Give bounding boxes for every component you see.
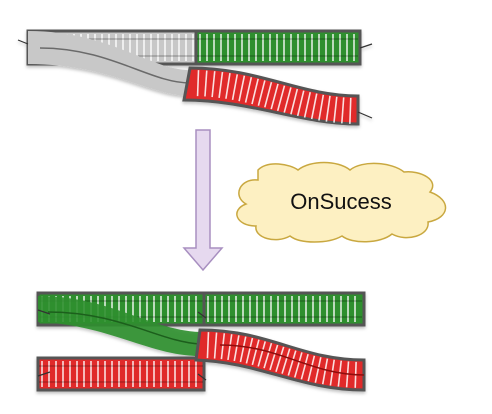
switch-before	[17, 29, 373, 126]
switch-after	[36, 291, 366, 392]
track-red-curve	[182, 66, 360, 126]
track-red-straight-left	[36, 356, 206, 392]
track-grey-curve	[28, 31, 191, 96]
cloud-label: OnSucess	[290, 189, 392, 214]
track-green-straight-right	[202, 291, 366, 327]
track-red-curve	[194, 328, 366, 392]
track-green-straight	[194, 29, 362, 66]
onsuccess-cloud: OnSucess	[236, 161, 447, 243]
down-arrow	[182, 129, 224, 272]
track-green-curve	[38, 296, 201, 356]
